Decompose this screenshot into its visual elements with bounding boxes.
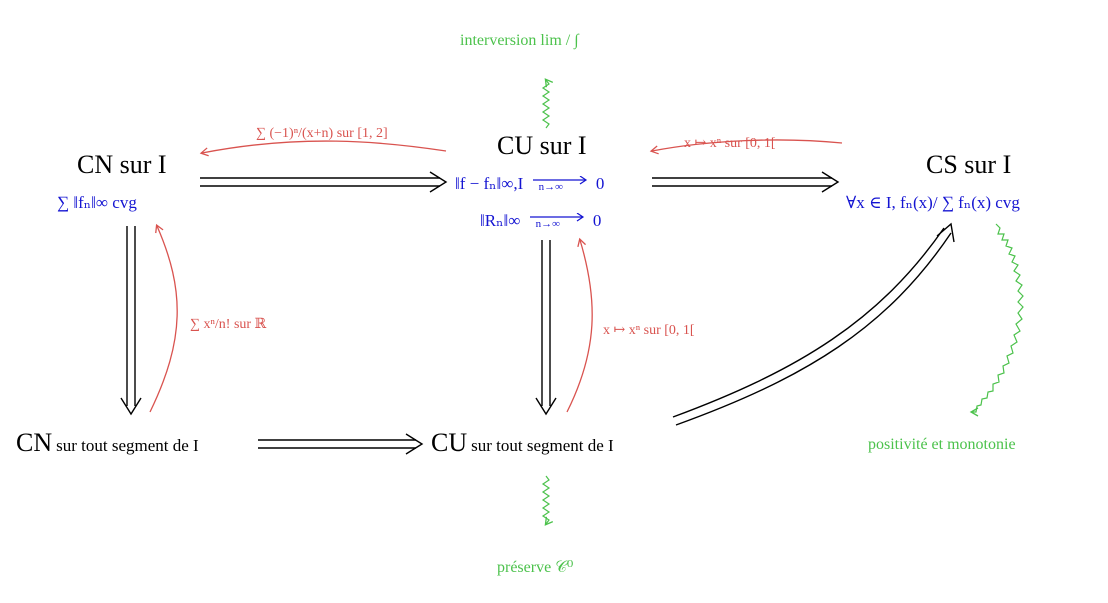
- property-bottom: préserve 𝒞⁰: [497, 559, 574, 576]
- cu-formula-1-tail: 0: [595, 174, 605, 193]
- limit-arrow-1: n→∞: [531, 176, 589, 194]
- implication-cn-to-cu: [200, 171, 448, 193]
- node-cuseg-title: CU: [431, 428, 468, 457]
- implication-cu-to-cs: [652, 171, 840, 193]
- property-arrow-right: [969, 223, 1024, 417]
- implication-cnseg-to-cuseg: [258, 433, 424, 455]
- node-cnseg-rest: sur tout segment de I: [56, 436, 199, 455]
- node-cn-formula: ∑ ‖fₙ‖∞ cvg: [57, 193, 137, 212]
- node-cs-formula: ∀x ∈ I, fₙ(x)/ ∑ fₙ(x) cvg: [846, 193, 1020, 212]
- cu-formula-1-text: ‖f − fₙ‖∞,I: [455, 174, 524, 193]
- node-cu-formula-2: ‖Rₙ‖∞ n→∞ 0: [480, 211, 601, 231]
- limit-arrow-2: n→∞: [528, 213, 586, 231]
- implication-cu-to-cuseg: [535, 240, 557, 416]
- implication-cuseg-to-cs: [672, 222, 955, 426]
- limit-label-1: n→∞: [538, 181, 563, 194]
- node-cu-title: CU sur I: [497, 131, 587, 160]
- limit-label-2: n→∞: [535, 218, 560, 231]
- counter-arrow-cu-to-cn: [199, 140, 447, 157]
- property-right: positivité et monotonie: [868, 436, 1016, 453]
- cu-formula-2-tail: 0: [592, 211, 602, 230]
- property-arrow-bottom: [541, 475, 554, 526]
- node-cn-title: CN sur I: [77, 150, 167, 179]
- node-cuseg: CU sur tout segment de I: [431, 428, 614, 458]
- node-cu-formula-1: ‖f − fₙ‖∞,I n→∞ 0: [455, 174, 604, 194]
- counter-arrow-cs-to-cu: [649, 139, 843, 155]
- counterexample-cs-to-cu: x ↦ xⁿ sur [0, 1[: [684, 136, 776, 151]
- property-arrow-top: [541, 78, 554, 129]
- counterexample-cnseg-to-cn: ∑ xⁿ/n! sur ℝ: [190, 317, 267, 332]
- node-cs-title: CS sur I: [926, 150, 1012, 179]
- node-cnseg: CN sur tout segment de I: [16, 428, 199, 458]
- counterexample-cuseg-to-cu: x ↦ xⁿ sur [0, 1[: [603, 323, 695, 338]
- implication-cn-to-cnseg: [120, 226, 142, 416]
- node-cnseg-title: CN: [16, 428, 53, 457]
- counterexample-cu-to-cn: ∑ (−1)ⁿ/(x+n) sur [1, 2]: [256, 126, 388, 141]
- counter-arrow-cnseg-to-cn: [149, 223, 178, 413]
- counter-arrow-cuseg-to-cu: [566, 237, 593, 413]
- cu-formula-2-text: ‖Rₙ‖∞: [480, 211, 521, 230]
- node-cuseg-rest: sur tout segment de I: [471, 436, 614, 455]
- property-top: interversion lim / ∫: [460, 32, 579, 49]
